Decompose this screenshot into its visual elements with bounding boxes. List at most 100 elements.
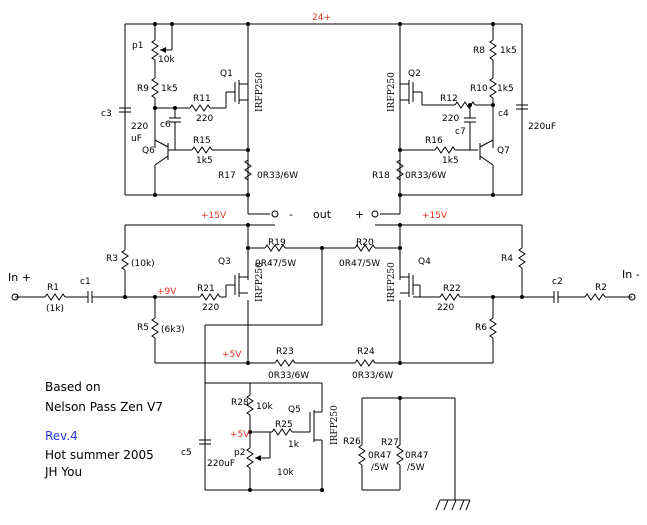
r5-resistor [151, 317, 159, 339]
r10-resistor [489, 77, 497, 99]
r3-value: (10k) [131, 259, 155, 269]
r4-name: R4 [501, 254, 513, 264]
r2-name: R2 [595, 283, 607, 293]
junction-dots [123, 22, 524, 492]
ground-symbol [435, 499, 471, 511]
r26-rating: /5W [371, 463, 389, 473]
note-line4: Hot summer 2005 [45, 448, 154, 462]
r9-name: R9 [137, 84, 149, 94]
note-line1: Based on [45, 380, 101, 394]
c7-name: c7 [455, 127, 466, 137]
r26-resistor [358, 444, 366, 466]
r5-value: (6k3) [161, 325, 185, 335]
r8-resistor [489, 39, 497, 61]
rail-5v-mid: +5V [222, 350, 242, 360]
r21-resistor [199, 293, 221, 301]
q3-part: IRFP250 [255, 262, 265, 302]
r20-name: R20 [356, 238, 374, 248]
rail-15v-left: +15V [201, 211, 227, 221]
wires-middle [15, 224, 632, 364]
labels: 24+ p1 10k R9 1k5 R11 220 c6 c3 220 uF R… [8, 13, 640, 478]
q2-part: IRFP250 [387, 72, 397, 112]
r22-name: R22 [443, 284, 461, 294]
r26-value: 0R47 [368, 451, 391, 461]
r16-resistor [434, 146, 456, 154]
note-line5: JH You [44, 465, 82, 479]
r8-name: R8 [473, 46, 485, 56]
c3-unit: uF [131, 134, 142, 144]
r6-resistor [489, 317, 497, 339]
c5-value: 220uF [207, 459, 235, 469]
r25-value: 1k [288, 440, 300, 450]
p2-name: p2 [234, 448, 245, 458]
r26-name: R26 [343, 437, 361, 447]
mosfets [234, 80, 414, 442]
r27-rating: /5W [407, 463, 425, 473]
r24-name: R24 [357, 347, 375, 357]
wires-bottom [204, 325, 470, 501]
p2-resistor [246, 447, 254, 469]
r19-value: 0R47/5W [255, 259, 296, 269]
r23-name: R23 [276, 347, 294, 357]
c4-name: c4 [498, 109, 509, 119]
r23-value: 0R33/6W [268, 371, 309, 381]
r10-name: R10 [470, 84, 488, 94]
r24-resistor [354, 359, 376, 367]
p1-value: 10k [158, 55, 175, 65]
r9-resistor [151, 77, 159, 99]
r27-name: R27 [381, 438, 399, 448]
r8-value: 1k5 [500, 46, 517, 56]
r15-value: 1k5 [196, 156, 213, 166]
note-line2: Nelson Pass Zen V7 [45, 400, 163, 414]
r16-name: R16 [425, 136, 443, 146]
r18-name: R18 [372, 171, 390, 181]
r21-name: R21 [197, 284, 215, 294]
p1-name: p1 [132, 41, 143, 51]
notes: Based on Nelson Pass Zen V7 Rev.4 Hot su… [44, 380, 163, 479]
r3-name: R3 [106, 254, 118, 264]
in-minus-label: In - [622, 268, 640, 281]
q4-name: Q4 [418, 257, 431, 267]
r17-name: R17 [218, 171, 236, 181]
c1-name: c1 [80, 277, 91, 287]
rail-5v-low: +5V [230, 430, 250, 440]
in-plus-label: In + [8, 271, 31, 284]
r1-name: R1 [47, 283, 59, 293]
r25-name: R25 [275, 420, 293, 430]
out-label: out [313, 208, 332, 221]
r15-name: R15 [193, 136, 211, 146]
r11-name: R11 [193, 94, 211, 104]
r11-value: 220 [196, 114, 213, 124]
r11-resistor [189, 104, 211, 112]
terminals [11, 210, 636, 301]
c4-value: 220uF [528, 122, 556, 132]
c2-name: c2 [552, 277, 563, 287]
out-plus-terminal [371, 210, 379, 218]
r16-value: 1k5 [442, 156, 459, 166]
q2-name: Q2 [408, 69, 421, 79]
c3-value: 220 [131, 122, 148, 132]
c3-name: c3 [101, 109, 112, 119]
rail-15v-right: +15V [422, 211, 448, 221]
pot-wipers [160, 47, 261, 461]
r6-name: R6 [475, 323, 487, 333]
r1-resistor [44, 293, 66, 301]
r12-name: R12 [440, 94, 458, 104]
q5-name: Q5 [288, 405, 301, 415]
r24-value: 0R33/6W [352, 371, 393, 381]
part-labels: IRFP250 IRFP250 IRFP250 IRFP250 IRFP250 [255, 72, 397, 445]
rail-24v: 24+ [312, 13, 331, 23]
r23-resistor [274, 359, 296, 367]
r22-resistor [439, 293, 461, 301]
r1-value: (1k) [46, 304, 64, 314]
r20-value: 0R47/5W [339, 259, 380, 269]
r19-name: R19 [268, 238, 286, 248]
r5-name: R5 [137, 323, 149, 333]
r15-resistor [191, 146, 213, 154]
q7-name: Q7 [497, 146, 510, 156]
q1-part: IRFP250 [255, 72, 265, 112]
r22-value: 220 [437, 303, 454, 313]
r27-value: 0R47 [405, 451, 428, 461]
r4-resistor [518, 247, 526, 269]
